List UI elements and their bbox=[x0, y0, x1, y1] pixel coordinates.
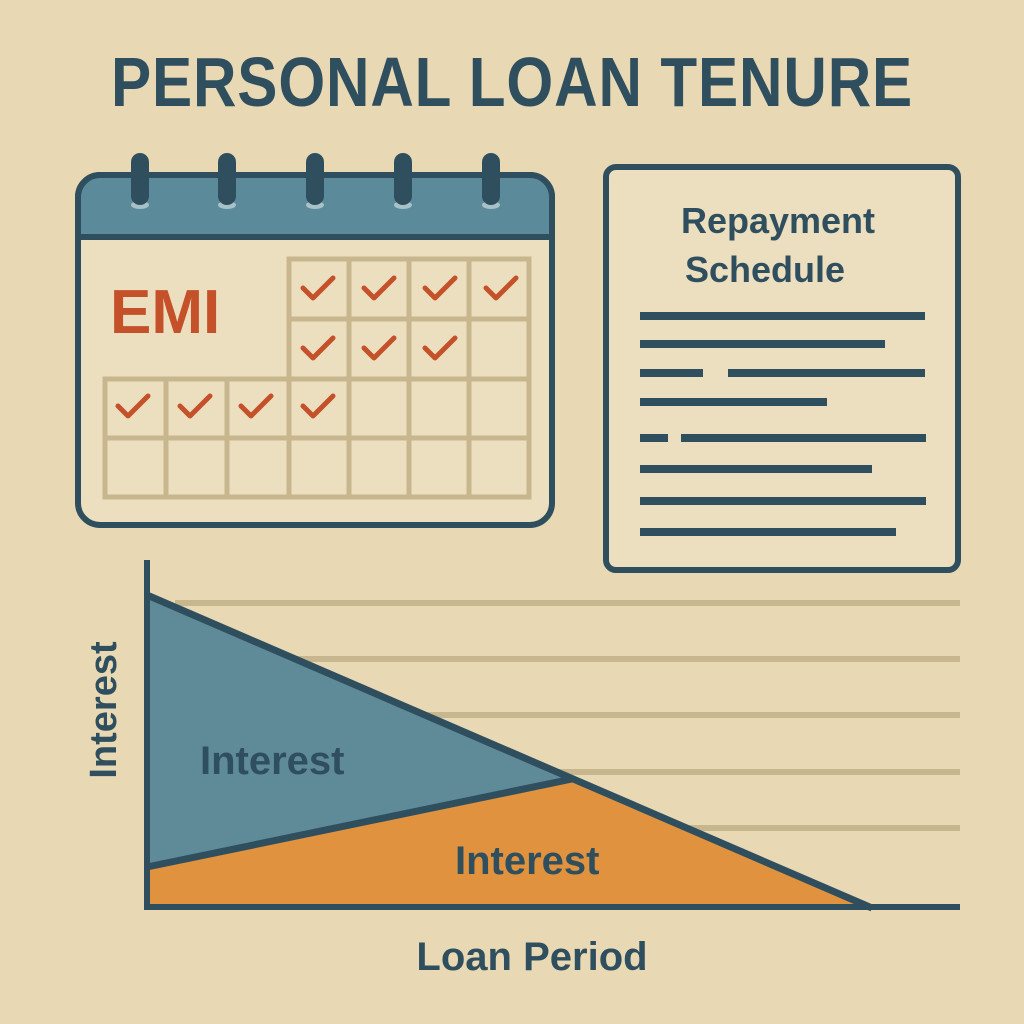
document-title-line2: Schedule bbox=[685, 249, 845, 290]
lower-region-label: Interest bbox=[455, 839, 600, 883]
chart-axes bbox=[144, 560, 960, 910]
x-axis-label: Loan Period bbox=[416, 935, 647, 979]
page-title: PERSONAL LOAN TENURE bbox=[110, 43, 914, 121]
y-axis-label: Interest bbox=[83, 641, 125, 779]
interest-chart: Interest Interest Interest Loan Period bbox=[83, 560, 960, 979]
calendar-rings bbox=[131, 153, 500, 209]
repayment-schedule-document: Repayment Schedule bbox=[603, 164, 961, 573]
emi-label: EMI bbox=[110, 278, 220, 347]
check-icons bbox=[115, 275, 519, 419]
document-title-line1: Repayment bbox=[681, 200, 875, 241]
calendar-icon: EMI bbox=[75, 153, 555, 528]
upper-region-label: Interest bbox=[200, 739, 345, 783]
calendar-grid bbox=[102, 256, 532, 500]
document-text-lines bbox=[640, 312, 926, 536]
interest-area-orange bbox=[147, 779, 868, 907]
